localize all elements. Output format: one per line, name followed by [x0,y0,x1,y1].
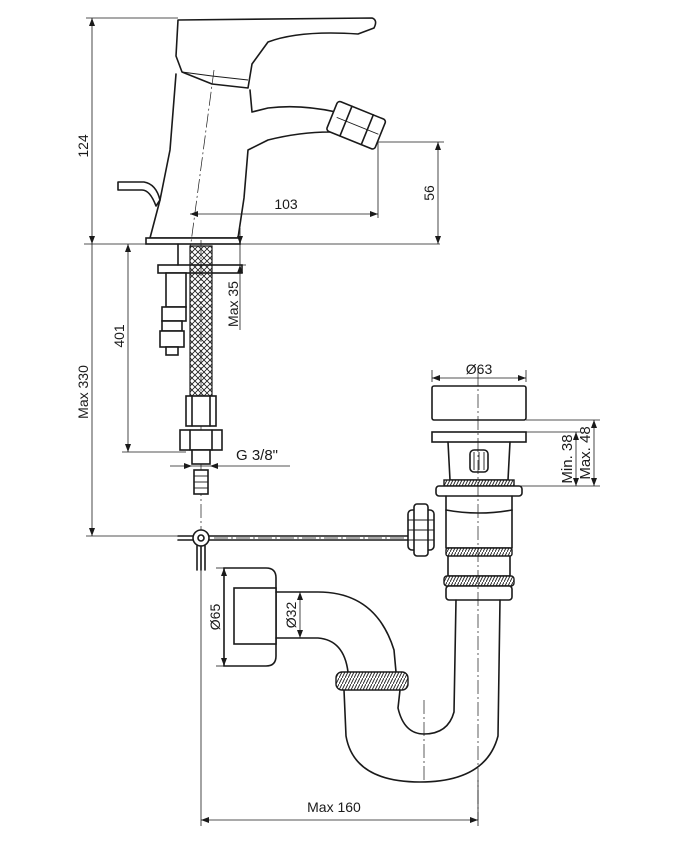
dim-label-g-3-8: G 3/8" [236,447,278,464]
dim-label-d65: Ø65 [207,604,223,631]
dim-label-d32: Ø32 [283,602,299,629]
plug-cap [431,385,527,421]
dim-label-124: 124 [75,134,91,158]
lever-handle [175,17,377,89]
dim-label-401: 401 [111,324,127,348]
dim-label-max-48: Max. 48 [577,426,594,479]
dim-label-d63: Ø63 [466,361,493,377]
base-plate [145,237,241,245]
dim-label-103: 103 [274,196,298,212]
popup-waste [407,372,527,820]
bottle-trap [223,567,501,783]
mixer-body [117,17,387,251]
popup-linkage [177,529,409,571]
braided-hose [179,240,223,560]
popup-lift-rod [117,181,161,207]
dim-label-max-35: Max 35 [225,281,241,327]
dim-label-max-160: Max 160 [307,799,361,815]
mixer-main-body [149,73,337,239]
trap-pipe [275,591,397,673]
aerator-head [326,100,387,150]
dim-label-min-38: Min. 38 [559,434,576,483]
dim-label-max-330: Max 330 [75,365,91,419]
dim-label-56: 56 [421,185,437,201]
dimension-lines [86,17,600,826]
